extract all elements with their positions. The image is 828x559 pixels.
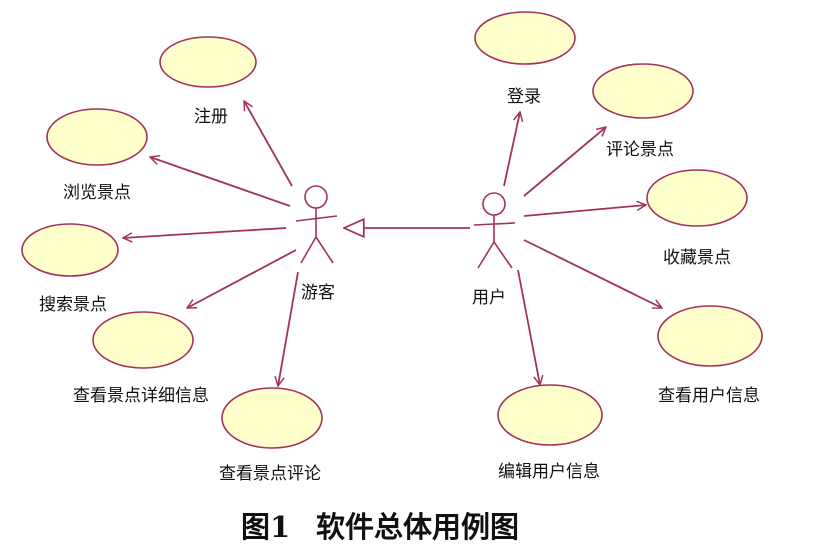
label-actor-visitor: 游客 [301, 283, 335, 303]
arrow-visitor-view-detail [187, 249, 297, 309]
use-case-comment [592, 63, 694, 119]
arrow-user-edit-user [517, 269, 540, 385]
figure-title: 软件总体用例图 [316, 510, 519, 544]
label-search: 搜索景点 [39, 295, 107, 315]
label-register: 注册 [194, 107, 228, 127]
label-view-comments: 查看景点评论 [219, 464, 321, 484]
use-case-edit-user [497, 384, 603, 446]
use-case-view-detail [92, 311, 194, 369]
label-favorite: 收藏景点 [663, 248, 731, 268]
arrow-user-login [503, 112, 520, 187]
use-case-view-comments [221, 387, 323, 449]
arrow-user-favorite [523, 205, 646, 217]
label-browse: 浏览景点 [63, 183, 131, 203]
actor-visitor-figure [295, 185, 338, 264]
arrow-user-view-user [523, 239, 662, 309]
use-case-search [21, 223, 119, 277]
use-case-register [159, 36, 257, 88]
label-edit-user: 编辑用户信息 [498, 462, 600, 482]
label-actor-user: 用户 [472, 288, 506, 308]
arrow-visitor-browse [150, 157, 291, 207]
use-case-favorite [646, 169, 748, 227]
use-case-browse [46, 108, 148, 166]
arrow-visitor-view-comments [278, 271, 299, 386]
arrow-visitor-search [123, 227, 287, 238]
arrow-user-comment [523, 127, 606, 197]
figure-number: 图1 [241, 510, 290, 544]
label-login: 登录 [507, 87, 541, 107]
use-case-login [474, 11, 576, 65]
label-comment: 评论景点 [606, 140, 674, 160]
actor-user-figure [473, 192, 516, 269]
label-view-user: 查看用户信息 [658, 386, 760, 406]
label-view-detail: 查看景点详细信息 [73, 386, 209, 406]
use-case-view-user [657, 305, 763, 367]
arrow-visitor-register [244, 101, 293, 187]
